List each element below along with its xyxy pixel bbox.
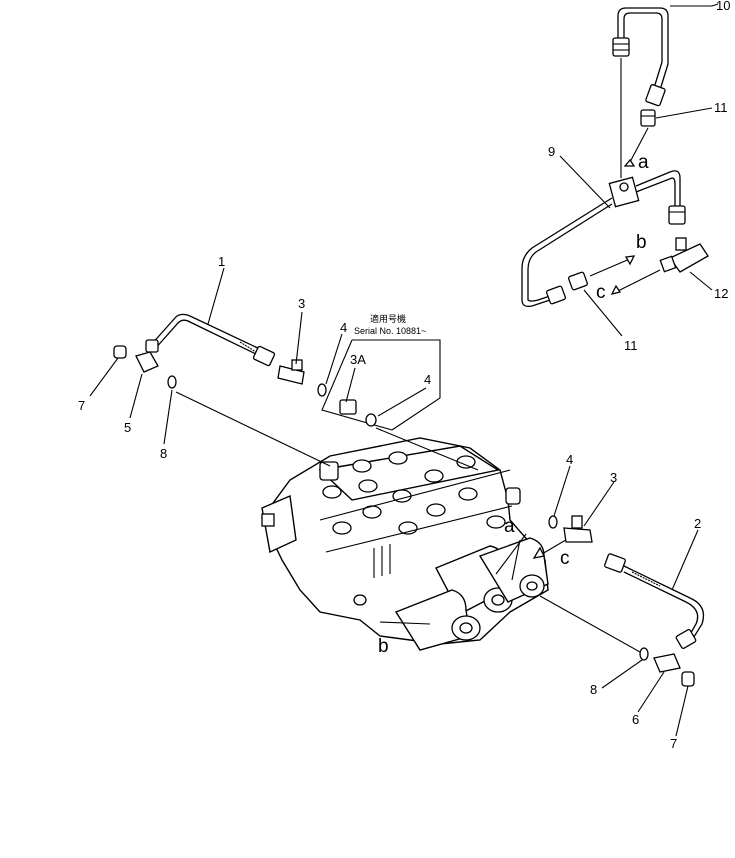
callout-7-right: 7 <box>670 736 677 751</box>
pipe-9 <box>521 170 686 308</box>
callout-11-top: 11 <box>714 100 728 115</box>
serial-note-number: Serial No. 10881~ <box>354 326 426 336</box>
pipe-2 <box>604 553 705 649</box>
callout-4-bracket: 4 <box>424 372 431 387</box>
callout-3-left: 3 <box>298 296 305 311</box>
mark-a-top: a <box>638 152 649 173</box>
callout-1: 1 <box>218 254 225 269</box>
plug-3A <box>339 399 357 415</box>
callout-10: 10 <box>716 0 730 13</box>
plug-7-right <box>681 671 695 687</box>
adapter-11-top <box>640 109 656 127</box>
callout-5: 5 <box>124 420 131 435</box>
pipe-1 <box>149 313 276 367</box>
callout-3-right: 3 <box>610 470 617 485</box>
callout-6: 6 <box>632 712 639 727</box>
callout-2: 2 <box>694 516 701 531</box>
mark-a-body: a <box>504 516 515 537</box>
callout-7-left: 7 <box>78 398 85 413</box>
mark-c-top: c <box>596 282 606 303</box>
callout-3A: 3A <box>350 352 366 367</box>
pipe-10 <box>612 7 669 107</box>
oring-4-left <box>317 383 327 397</box>
serial-bracket <box>321 339 441 431</box>
tee-3-right <box>563 515 593 543</box>
callout-11-bottom: 11 <box>624 338 638 353</box>
serial-note-japanese: 適用号機 <box>370 313 406 324</box>
oring-4-bracket <box>365 413 377 427</box>
tee-12 <box>659 237 709 273</box>
callout-8-right: 8 <box>590 682 597 697</box>
oring-8-left <box>167 375 177 389</box>
callout-4-left: 4 <box>340 320 347 335</box>
plug-7-left <box>113 345 127 359</box>
callout-12: 12 <box>714 286 728 301</box>
control-valve-body <box>261 437 549 651</box>
adapter-11-bottom <box>568 271 588 291</box>
elbow-6 <box>653 653 681 673</box>
callout-4-right: 4 <box>566 452 573 467</box>
callout-8-left: 8 <box>160 446 167 461</box>
oring-8-right <box>639 647 649 661</box>
elbow-5 <box>135 339 159 373</box>
oring-4-right <box>548 515 558 529</box>
mark-b-top: b <box>636 232 647 253</box>
mark-b-body: b <box>378 636 389 657</box>
tee-3-left <box>277 359 305 385</box>
mark-c-body: c <box>560 548 570 569</box>
callout-9: 9 <box>548 144 555 159</box>
